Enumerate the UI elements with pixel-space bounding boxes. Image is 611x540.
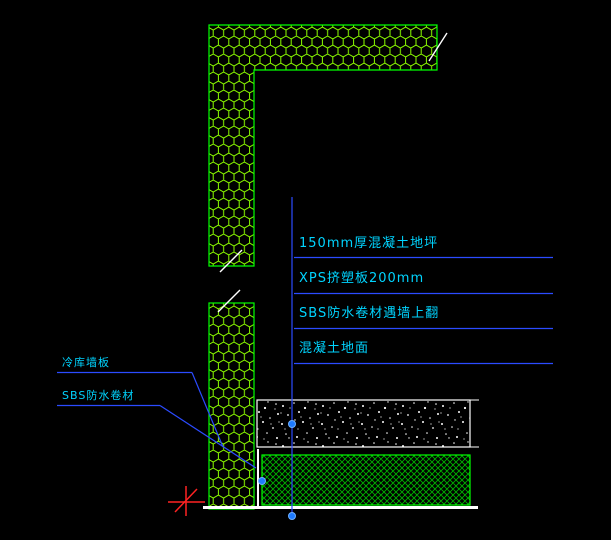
leader-diagonal-wall-panel [191, 372, 224, 448]
grip-dot[interactable] [288, 420, 296, 428]
break-mark-upper-wall [219, 249, 243, 273]
lower-wall-panel [208, 302, 255, 510]
grip-dot[interactable] [258, 477, 266, 485]
annotation-xps-board: XPS挤塑板200mm [299, 271, 425, 286]
upper-wall-panel [208, 24, 438, 267]
break-mark-beam-end [428, 32, 448, 62]
annotation-concrete-slab: 150mm厚混凝土地坪 [299, 236, 439, 251]
annotation-sbs-membrane: SBS防水卷材 [62, 389, 135, 402]
annotation-concrete-ground: 混凝土地面 [299, 341, 370, 356]
xps-board [261, 454, 471, 506]
grip-dot[interactable] [288, 512, 296, 520]
red-marker [168, 486, 205, 516]
break-mark-lower-wall [217, 289, 241, 313]
leader-diagonal-sbs [159, 404, 257, 469]
annotation-cold-room-wall-panel: 冷库墙板 [62, 356, 110, 369]
annotation-sbs-upturn: SBS防水卷材遇墙上翻 [299, 306, 440, 321]
